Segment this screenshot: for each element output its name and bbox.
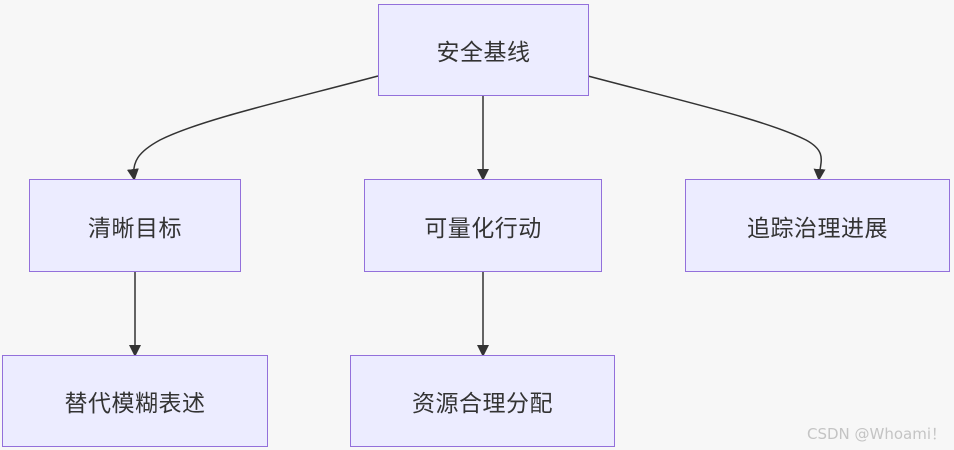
watermark-text: CSDN @Whoami！ [806,425,946,443]
node-replace-vague: 替代模糊表述 [2,355,268,447]
edge-root-to-track-progress [587,75,826,181]
node-quantified-action: 可量化行动 [364,179,602,272]
node-allocate-resources: 资源合理分配 [350,355,615,447]
node-root: 安全基线 [378,4,589,96]
node-track-progress: 追踪治理进展 [685,179,950,272]
node-clear-goal: 清晰目标 [29,179,241,272]
edge-root-to-clear-goal [126,75,379,181]
